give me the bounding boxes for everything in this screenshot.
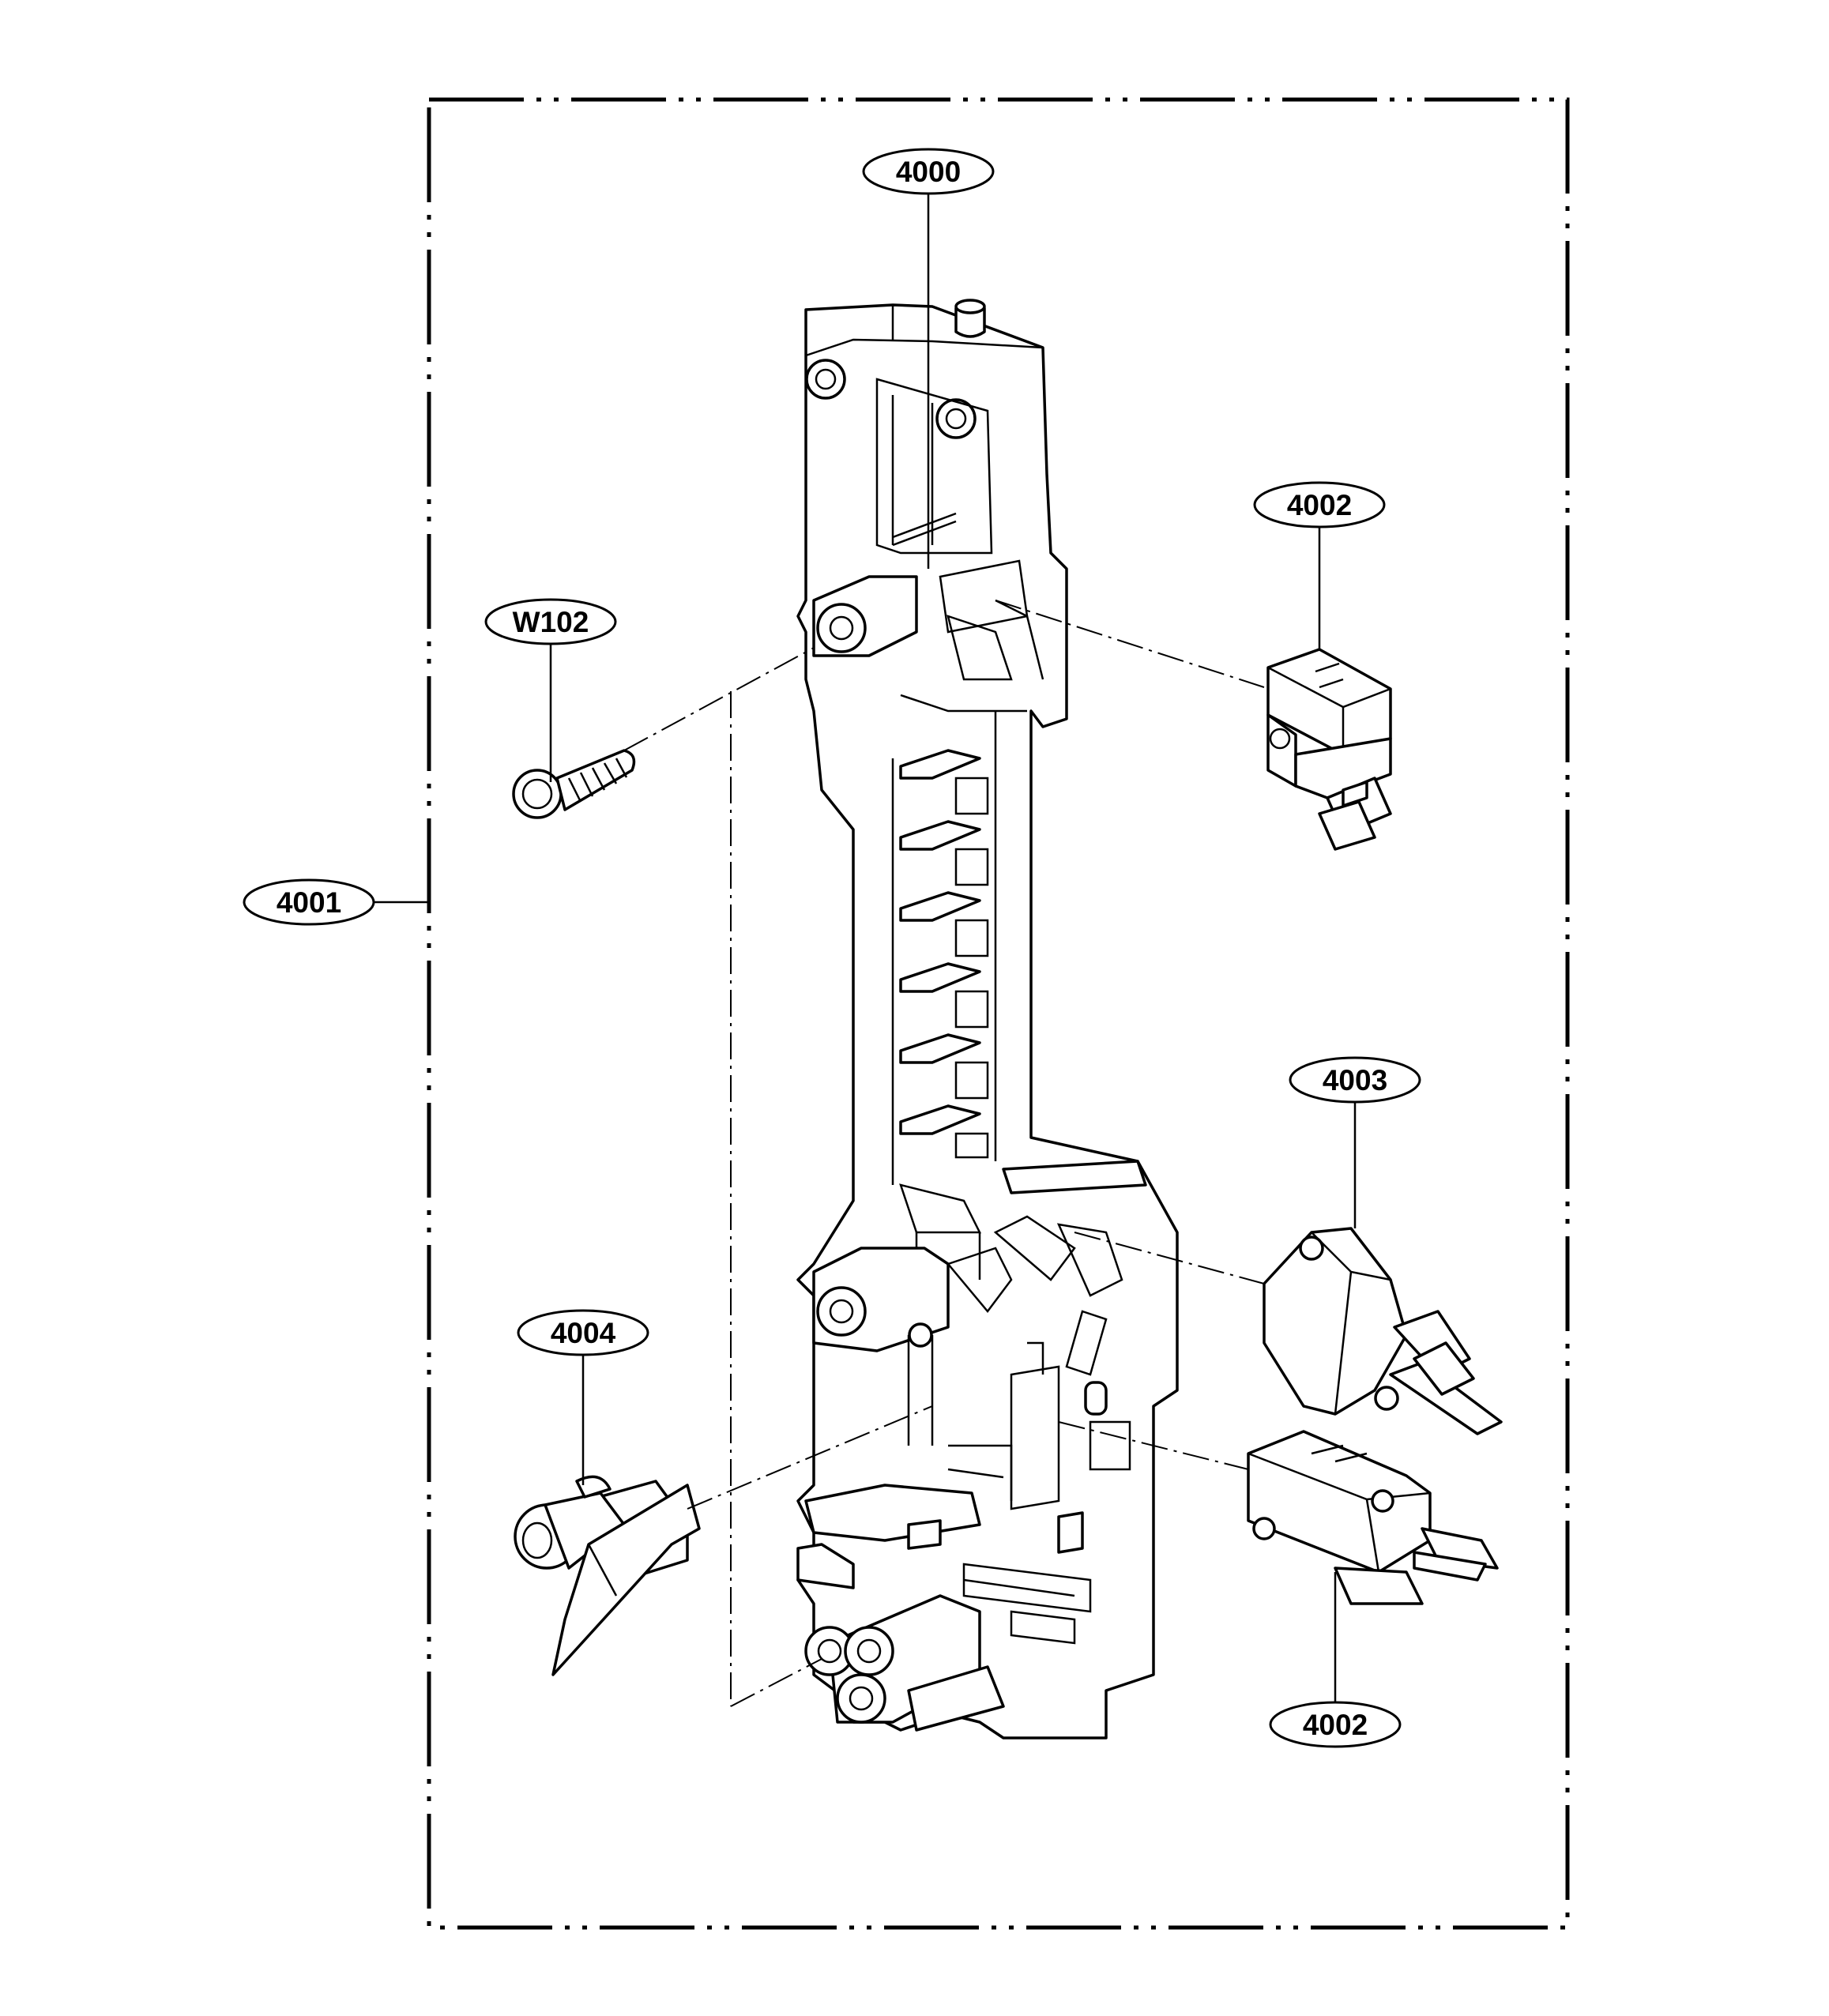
callout-leaders <box>374 192 1357 1702</box>
callout-label: 4002 <box>1287 489 1352 521</box>
micro-switch-lower-4002[interactable] <box>1247 1430 1499 1605</box>
screw-w102[interactable] <box>512 749 636 819</box>
callout-label: 4004 <box>551 1317 616 1349</box>
callout-label: 4000 <box>896 156 961 188</box>
callout-4001: 4001 <box>243 878 375 926</box>
micro-switch-middle-4003[interactable] <box>1263 1227 1503 1435</box>
callout-label: 4002 <box>1303 1709 1368 1741</box>
callout-w102: W102 <box>484 598 617 645</box>
micro-switch-upper-4002[interactable] <box>1266 648 1392 851</box>
callout-label: 4001 <box>277 886 341 919</box>
assembly-boundary-frame <box>427 97 1570 1930</box>
callout-4003: 4003 <box>1289 1056 1421 1104</box>
callout-label: W102 <box>513 606 589 638</box>
callout-4000: 4000 <box>862 148 995 195</box>
callout-4004: 4004 <box>517 1309 649 1356</box>
lever-4004[interactable] <box>514 1475 701 1676</box>
callout-4002-upper: 4002 <box>1253 481 1386 528</box>
assembly-guide-lines <box>623 600 1265 1707</box>
callout-label: 4003 <box>1323 1064 1387 1096</box>
latch-frame-4000[interactable] <box>796 299 1179 1740</box>
callout-4002-lower: 4002 <box>1269 1701 1402 1748</box>
